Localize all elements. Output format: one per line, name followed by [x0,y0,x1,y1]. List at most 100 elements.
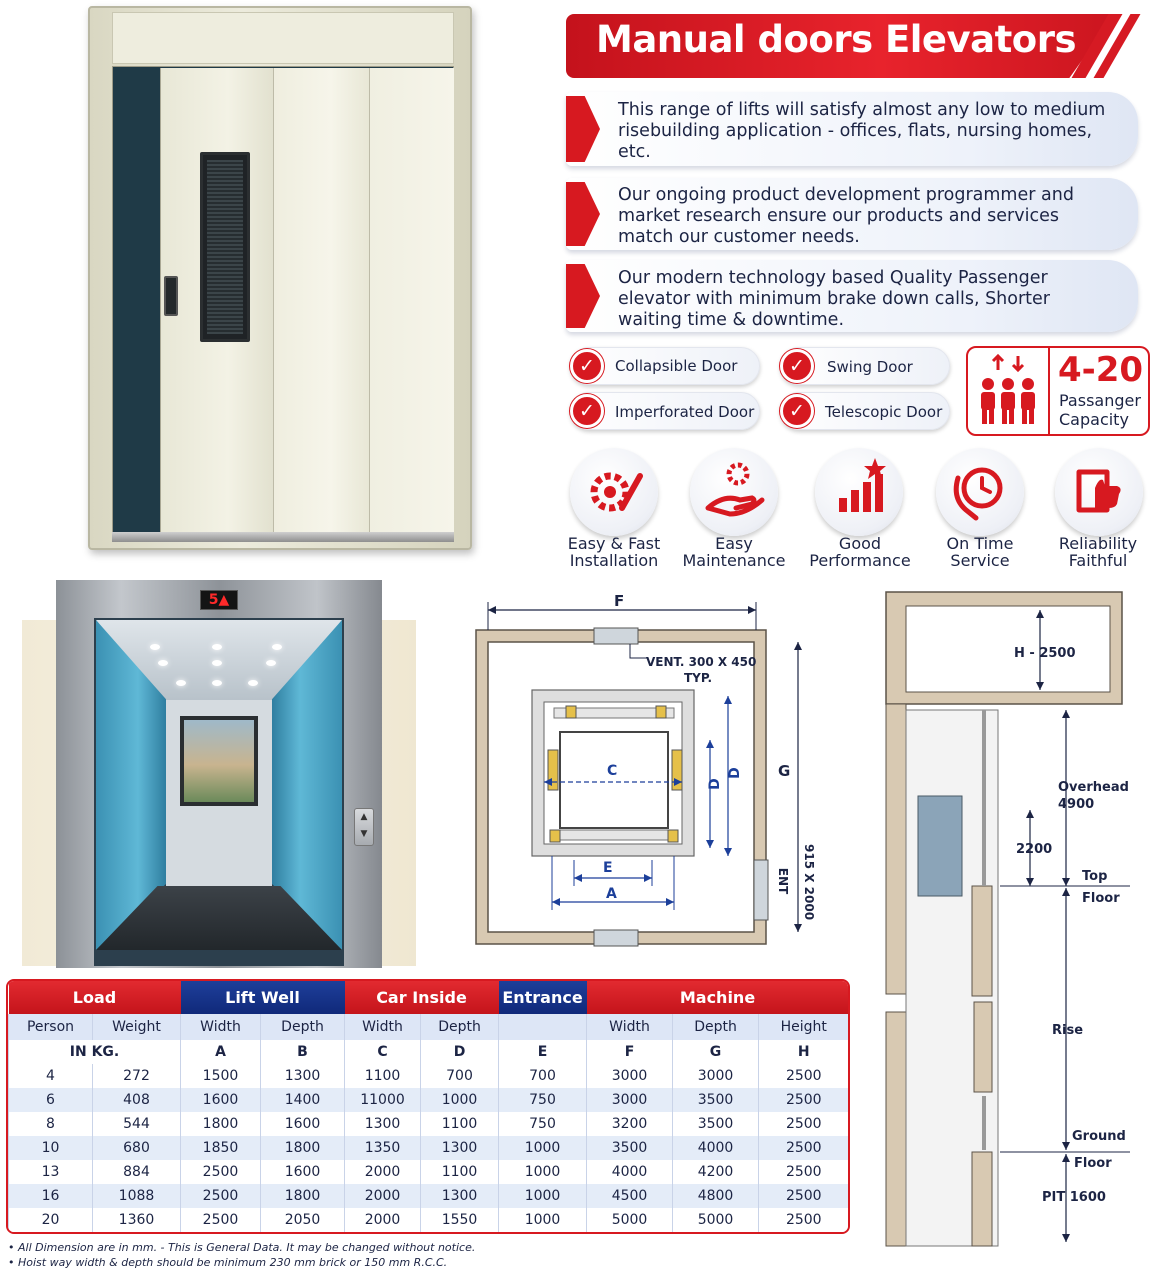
table-cell: 2500 [758,1112,848,1136]
table-cell: 1600 [180,1088,261,1112]
table-cell: 20 [8,1208,93,1232]
section-label-overhead: Overhead [1058,780,1129,795]
table-cell: 1350 [344,1136,421,1160]
table-cell: 4500 [586,1184,673,1208]
footnote: • All Dimension are in mm. - This is Gen… [8,1241,476,1254]
elevator-window [180,716,258,806]
table-subheader: Width [586,1014,673,1040]
table-cell: 10 [8,1136,93,1160]
table-cell: 3000 [586,1088,673,1112]
table-cell: 1550 [420,1208,499,1232]
table-cell: 1600 [259,1160,345,1184]
title-banner [566,14,1116,78]
table-unit: G [672,1040,759,1064]
table-cell: 2500 [758,1184,848,1208]
ceiling-light [150,644,160,650]
table-cell: 750 [498,1112,587,1136]
capacity-number: 4-20 [1058,350,1144,390]
info-point-text: This range of lifts will satisfy almost … [618,100,1106,162]
table-subheader: Depth [672,1014,759,1040]
table-cell: 2500 [758,1136,848,1160]
section-label-top-floor: Floor [1082,891,1120,906]
info-point-text: Our modern technology based Quality Pass… [618,268,1050,330]
table-cell: 1000 [498,1184,587,1208]
lift-well-plan-drawing [475,602,802,947]
ceiling-light [272,644,282,650]
table-cell: 4200 [672,1160,759,1184]
table-cell: 4000 [586,1160,673,1184]
table-unit: D [420,1040,499,1064]
table-cell: 680 [92,1136,181,1160]
table-cell: 2500 [758,1160,848,1184]
clock-icon [936,448,1024,536]
table-cell: 2050 [259,1208,345,1232]
table-cell: 16 [8,1184,93,1208]
table-cell: 3000 [672,1064,759,1088]
check-icon: ✓ [780,349,814,383]
ceiling-light [212,680,222,686]
section-label-ground: Ground [1072,1129,1126,1144]
table-cell: 1500 [180,1064,261,1088]
table-group-header: Machine [586,981,848,1014]
ceiling-light [176,680,186,686]
table-cell: 3500 [672,1112,759,1136]
table-cell: 1600 [259,1112,345,1136]
floor-indicator: 5▲ [200,590,238,610]
table-cell: 3500 [586,1136,673,1160]
table-group-header: Car Inside [344,981,499,1014]
call-buttons: ▲▼ [354,808,374,846]
bar-chart-star-icon [815,448,903,536]
table-cell: 2500 [180,1184,261,1208]
door-vision-mesh [207,160,243,334]
capacity-box [966,346,1150,436]
table-unit: F [586,1040,673,1064]
table-cell: 1100 [420,1112,499,1136]
door-type-label: Imperforated Door [615,403,755,421]
table-cell: 11000 [344,1088,421,1112]
dim-label-a: A [606,886,617,902]
capacity-label: Capacity [1059,410,1129,429]
section-label-rise: Rise [1052,1023,1084,1038]
table-cell: 5000 [586,1208,673,1232]
specification-table: Load Lift Well Car Inside Entrance Machi… [6,979,850,1234]
door-panel-middle [274,68,370,534]
table-subheader: Width [344,1014,421,1040]
vent-label: VENT. 300 X 450 [646,655,757,669]
table-cell: 2500 [758,1064,848,1088]
table-subheader: Height [758,1014,848,1040]
table-subheader: Person [8,1014,93,1040]
table-cell: 1088 [92,1184,181,1208]
table-cell: 4 [8,1064,93,1088]
dim-label-e: E [603,860,613,876]
table-subheader: Depth [420,1014,499,1040]
table-cell: 13 [8,1160,93,1184]
info-point-box [566,178,1138,250]
table-subheader [498,1014,587,1040]
table-unit: B [259,1040,345,1064]
table-cell: 3000 [586,1064,673,1088]
table-cell: 1000 [498,1208,587,1232]
ceiling-light [212,660,222,666]
table-cell: 4000 [672,1136,759,1160]
table-cell: 2500 [180,1208,261,1232]
dim-label-d: D [726,767,743,779]
dim-label-g: G [778,762,791,780]
dim-label-c: C [607,763,618,779]
table-cell: 700 [420,1064,499,1088]
passengers-icon [968,348,1050,434]
table-cell: 5000 [672,1208,759,1232]
thumbs-up-icon [1055,448,1143,536]
door-panel-right [370,68,454,534]
check-icon: ✓ [570,394,604,428]
table-cell: 1000 [420,1088,499,1112]
table-cell: 750 [498,1088,587,1112]
table-unit: E [498,1040,587,1064]
table-cell: 1800 [259,1184,345,1208]
table-cell: 2000 [344,1184,421,1208]
